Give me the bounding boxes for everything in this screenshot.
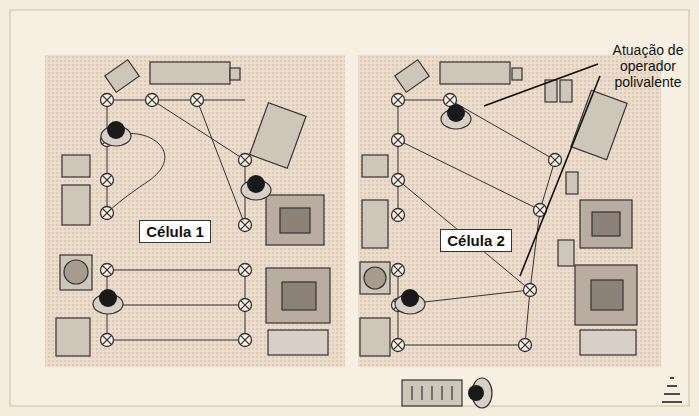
cell-label-box: Célula 1 bbox=[139, 220, 211, 243]
callout-note: Atuação de operador polivalente bbox=[600, 42, 696, 90]
cell-label-box: Célula 2 bbox=[440, 229, 512, 252]
cell-name: Célula 2 bbox=[447, 232, 505, 249]
cell-name: Célula 1 bbox=[146, 223, 204, 240]
